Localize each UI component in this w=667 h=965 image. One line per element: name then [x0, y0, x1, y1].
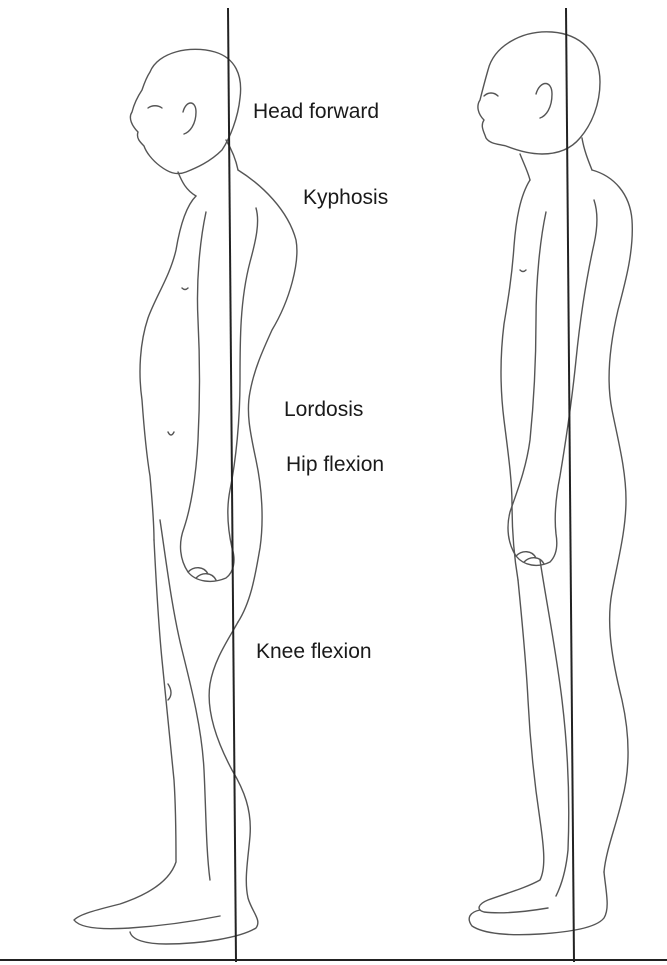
stooped-figure-leg-front — [74, 540, 220, 929]
upright-figure-eye — [484, 93, 498, 96]
stooped-figure-marks — [168, 288, 188, 435]
label-hip-flexion: Hip flexion — [286, 454, 384, 475]
label-kyphosis: Kyphosis — [303, 187, 388, 208]
stooped-figure-hand — [188, 568, 216, 580]
upright-figure-arm — [508, 200, 597, 565]
upright-figure-ear — [536, 84, 552, 119]
upright-figure-leg-front — [479, 580, 548, 913]
upright-figure-marks — [520, 270, 526, 272]
stooped-figure-back — [238, 170, 297, 622]
stooped-figure-leg-back — [130, 622, 258, 944]
stooped-figure-head — [130, 49, 240, 173]
right-plumb-line — [566, 8, 574, 962]
label-lordosis: Lordosis — [284, 399, 363, 420]
stooped-figure-ear — [183, 103, 196, 134]
upright-figure-front — [501, 180, 530, 580]
upright-figure-head — [478, 32, 600, 154]
label-head-forward: Head forward — [253, 101, 379, 122]
stooped-figure-front — [140, 196, 196, 540]
stooped-figure-knee — [168, 684, 171, 700]
upright-figure-leg-inner — [540, 560, 569, 896]
label-knee-flexion: Knee flexion — [256, 641, 372, 662]
upright-figure — [469, 32, 632, 935]
stooped-figure-arm — [181, 208, 258, 581]
stooped-figure-eye — [148, 106, 162, 108]
upright-figure-back — [592, 170, 632, 872]
upright-figure-neck — [520, 138, 592, 180]
stooped-figure — [74, 49, 297, 944]
